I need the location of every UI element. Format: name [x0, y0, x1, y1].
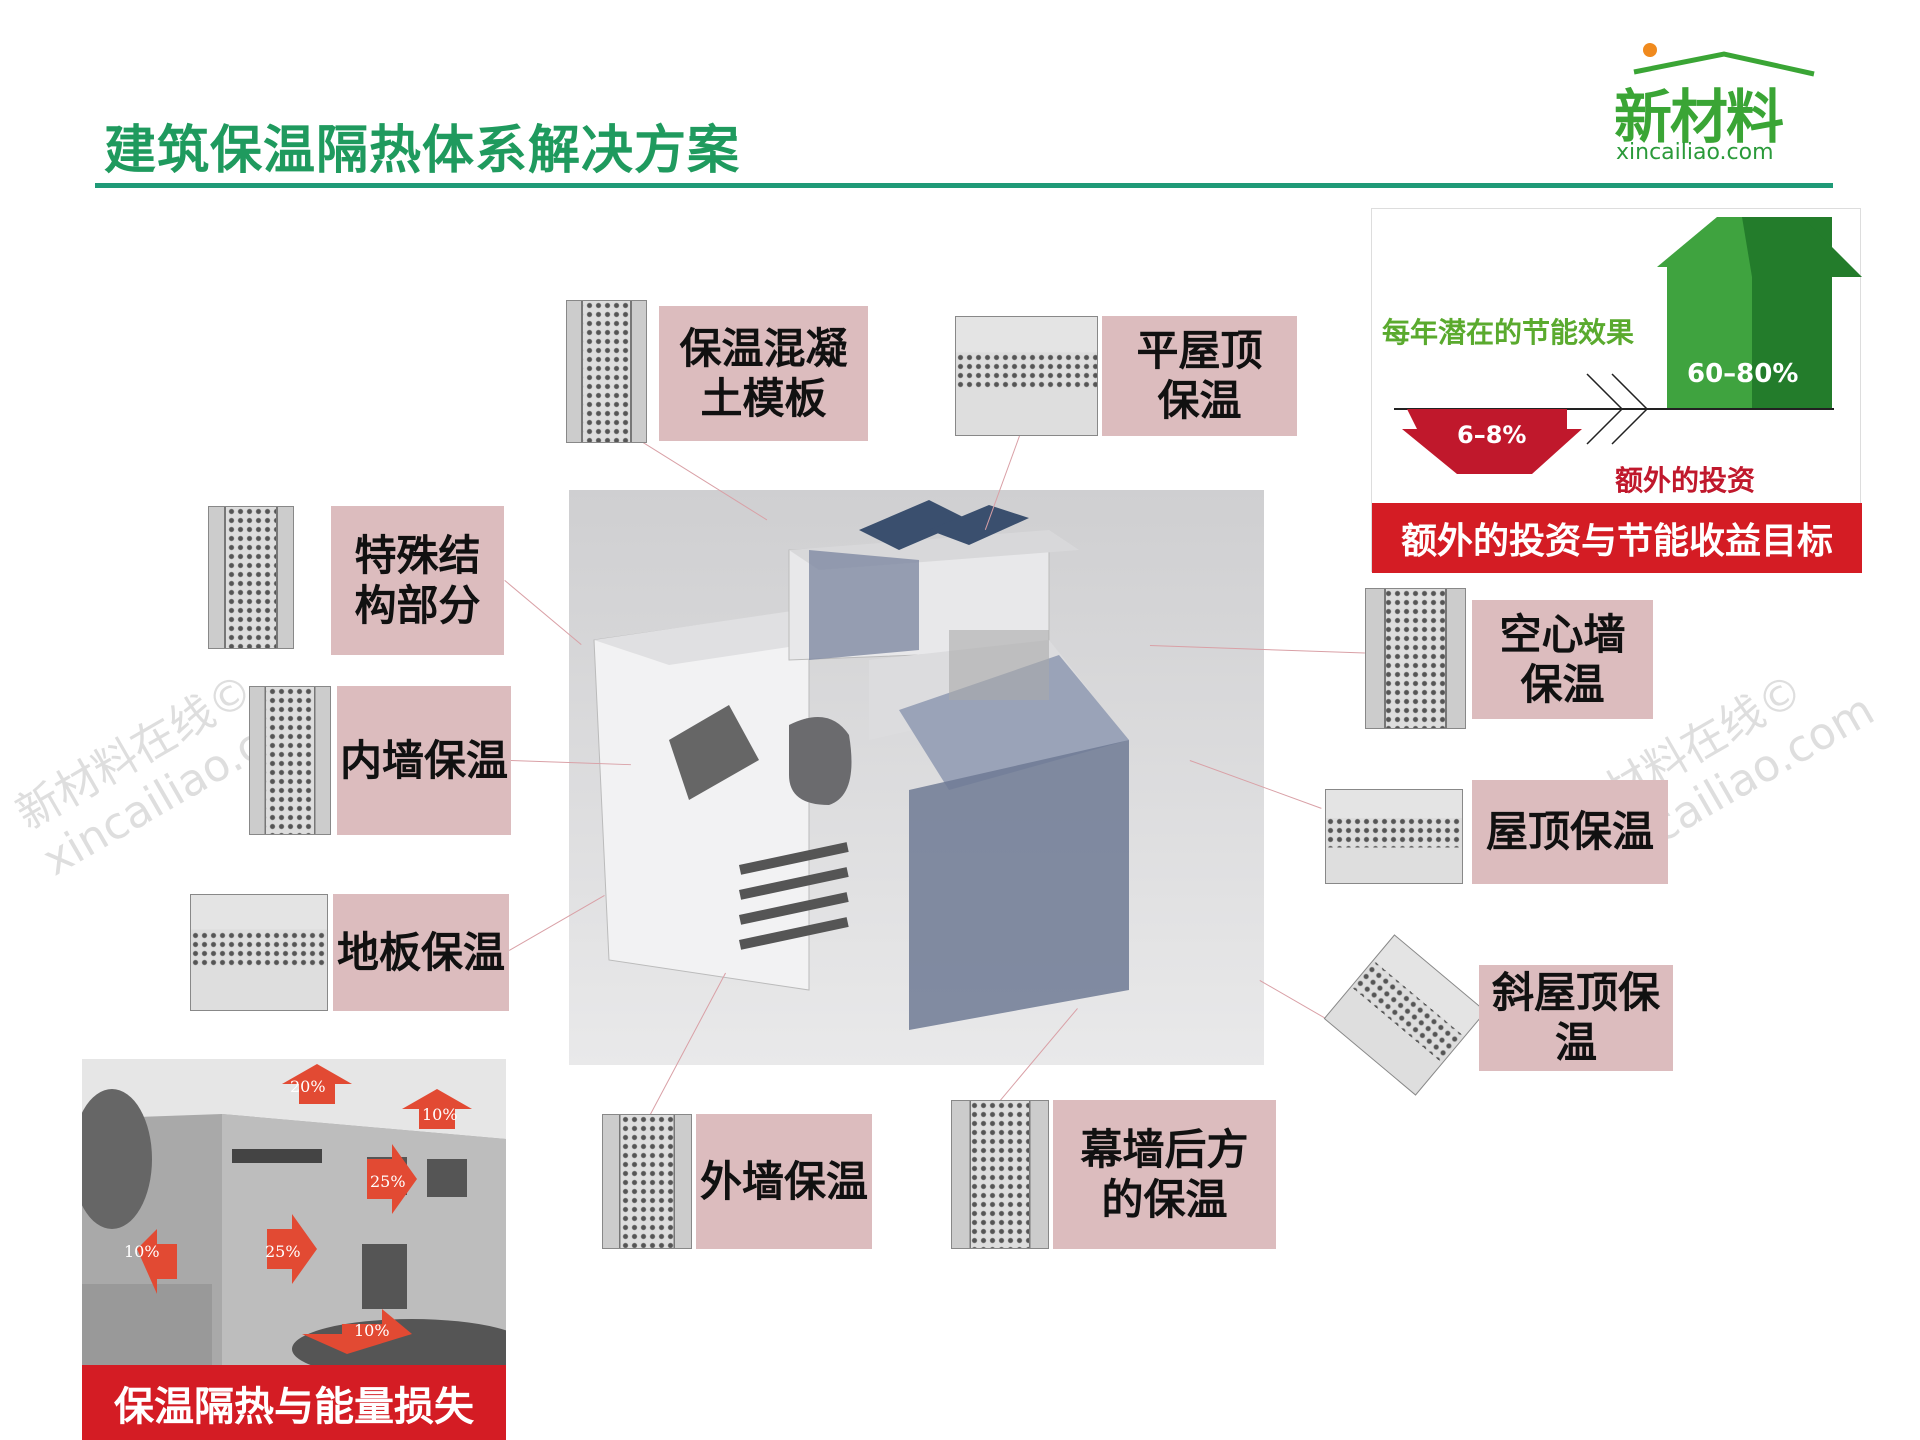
- title-divider: [95, 183, 1833, 188]
- label-curtain-wall: 幕墙后方的保温: [1053, 1100, 1276, 1249]
- invest-value: 6–8%: [1457, 421, 1527, 449]
- concrete-formwork-swatch: [566, 300, 647, 443]
- label-roof: 屋顶保温: [1472, 780, 1668, 884]
- roof-logo-icon: [1633, 43, 1815, 77]
- invest-label: 额外的投资: [1615, 464, 1756, 497]
- investment-arrows: [1394, 217, 1862, 474]
- loss-window: 10%: [124, 1242, 160, 1261]
- energy-loss-panel: 20% 10% 25% 25% 10% 10% 保温隔热与能量损失: [82, 1059, 506, 1440]
- logo-url: xincailiao.com: [1616, 140, 1774, 165]
- label-inner-wall: 内墙保温: [337, 686, 511, 835]
- pitched-roof-swatch: [1323, 934, 1487, 1096]
- label-special-structure: 特殊结构部分: [331, 506, 504, 655]
- brand-logo: 新材料 xincailiao.com: [1614, 40, 1834, 168]
- loss-lower-wall: 25%: [265, 1242, 301, 1261]
- savings-value: 60–80%: [1687, 359, 1799, 389]
- loss-upper-wall: 25%: [370, 1172, 406, 1191]
- investment-panel: 每年潜在的节能效果 60–80% 6–8% 额外的投资 额外的投资与节能收益目标: [1371, 208, 1862, 573]
- loss-roof-side: 10%: [422, 1105, 458, 1124]
- floor-swatch: [190, 894, 328, 1011]
- label-cavity-wall: 空心墙保温: [1472, 600, 1653, 719]
- house-photo: [82, 1059, 506, 1365]
- curtain-wall-swatch: [951, 1100, 1049, 1249]
- special-structure-swatch: [208, 506, 294, 649]
- page-title: 建筑保温隔热体系解决方案: [104, 121, 741, 181]
- inner-wall-swatch: [249, 686, 331, 835]
- label-floor: 地板保温: [333, 894, 509, 1011]
- label-flat-roof: 平屋顶保温: [1102, 316, 1297, 436]
- loss-floor: 10%: [354, 1321, 390, 1340]
- roof-swatch: [1325, 789, 1463, 884]
- label-outer-wall: 外墙保温: [696, 1114, 872, 1249]
- energy-loss-caption: 保温隔热与能量损失: [82, 1365, 506, 1440]
- flat-roof-swatch: [955, 316, 1098, 436]
- label-pitched-roof: 斜屋顶保温: [1479, 965, 1673, 1071]
- logo-text: 新材料: [1614, 83, 1784, 151]
- cavity-wall-swatch: [1365, 588, 1466, 729]
- label-concrete-formwork: 保温混凝土模板: [659, 306, 868, 441]
- building-illustration: [569, 490, 1264, 1065]
- investment-caption: 额外的投资与节能收益目标: [1372, 503, 1862, 573]
- savings-label: 每年潜在的节能效果: [1382, 316, 1635, 349]
- loss-roof-main: 20%: [290, 1077, 326, 1096]
- outer-wall-swatch: [602, 1114, 692, 1249]
